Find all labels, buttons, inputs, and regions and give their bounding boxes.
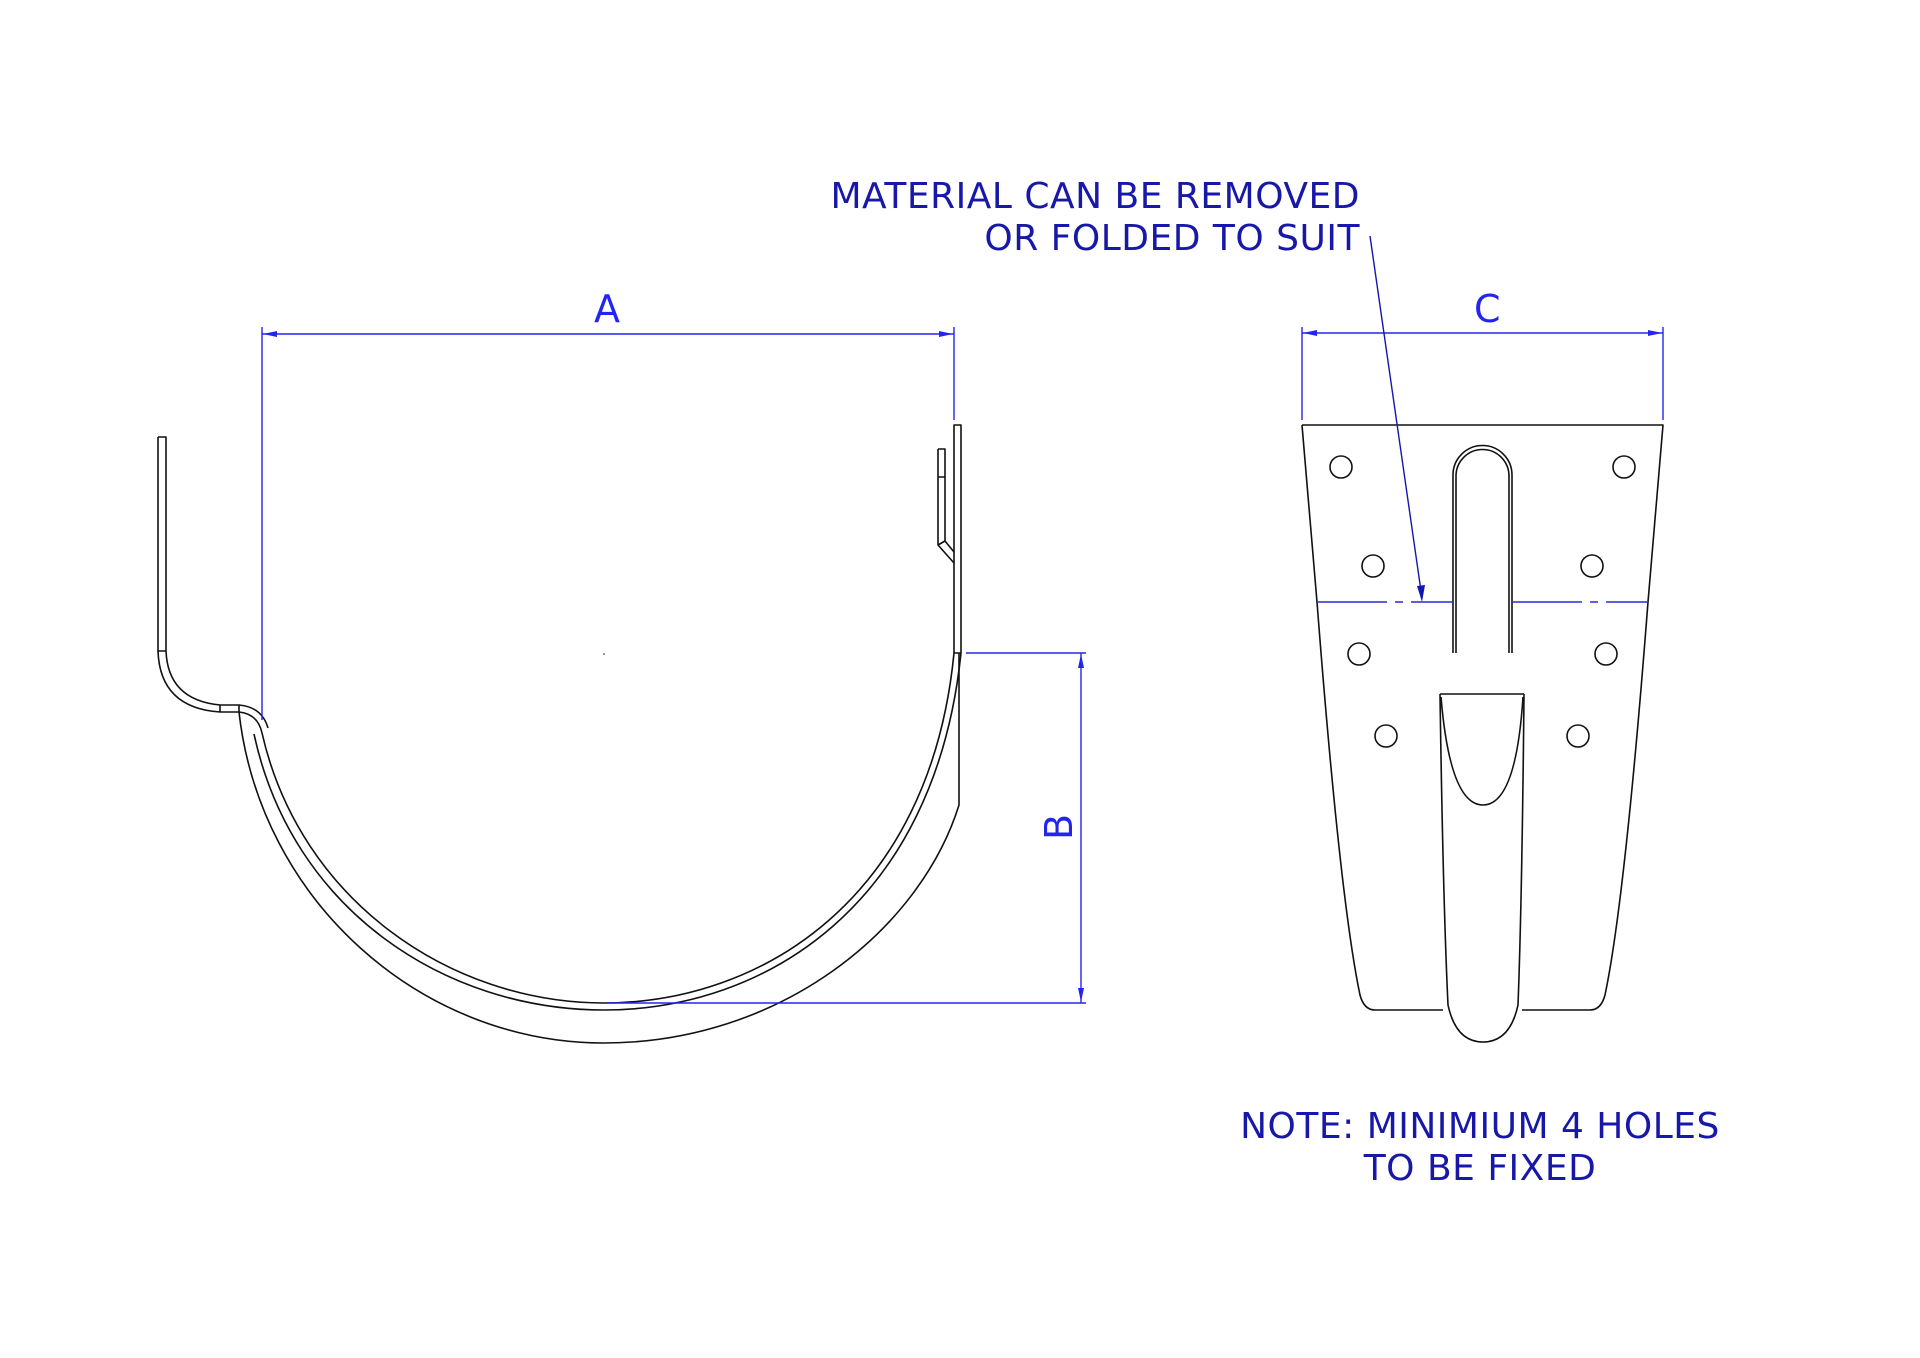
plate-outline bbox=[1301, 424, 1664, 1011]
hole-icon bbox=[1566, 724, 1590, 748]
front-view bbox=[1301, 424, 1664, 1043]
plate-slot bbox=[1452, 444, 1513, 653]
hole-icon bbox=[1580, 554, 1604, 578]
hole-icon bbox=[1374, 724, 1398, 748]
hook-inner-curve bbox=[1440, 696, 1524, 806]
gutter-inner-arc bbox=[261, 652, 955, 1004]
right-flange bbox=[953, 424, 962, 654]
dimension-b-label: B bbox=[1037, 813, 1082, 841]
material-note: MATERIAL CAN BE REMOVED OR FOLDED TO SUI… bbox=[760, 176, 1360, 260]
left-bend bbox=[157, 650, 269, 734]
side-view bbox=[157, 424, 962, 1044]
hole-icon bbox=[1361, 554, 1385, 578]
holes-note: NOTE: MINIMIUM 4 HOLES TO BE FIXED bbox=[1200, 1106, 1760, 1190]
hole-icon bbox=[1612, 455, 1636, 479]
hole-icon bbox=[1329, 455, 1353, 479]
fixing-holes bbox=[1329, 455, 1636, 748]
material-note-line1: MATERIAL CAN BE REMOVED bbox=[830, 176, 1360, 217]
holes-note-line2: TO BE FIXED bbox=[1363, 1148, 1597, 1189]
dimension-a bbox=[261, 327, 955, 720]
holes-note-line1: NOTE: MINIMIUM 4 HOLES bbox=[1240, 1106, 1720, 1147]
hole-icon bbox=[1594, 642, 1618, 666]
dimension-b bbox=[607, 652, 1086, 1004]
dimension-c bbox=[1301, 327, 1664, 420]
right-lip bbox=[937, 448, 955, 564]
hole-icon bbox=[1347, 642, 1371, 666]
material-note-leader bbox=[1369, 235, 1425, 602]
dimension-c-label: C bbox=[1474, 287, 1501, 331]
dimension-a-label: A bbox=[594, 287, 620, 331]
gutter-inner-arc-2 bbox=[253, 652, 962, 1011]
material-note-line2: OR FOLDED TO SUIT bbox=[984, 218, 1360, 259]
gutter-outer-arc bbox=[238, 653, 960, 1044]
left-flange bbox=[157, 436, 167, 652]
plate-hook bbox=[1439, 693, 1525, 1043]
center-mark bbox=[603, 653, 605, 655]
